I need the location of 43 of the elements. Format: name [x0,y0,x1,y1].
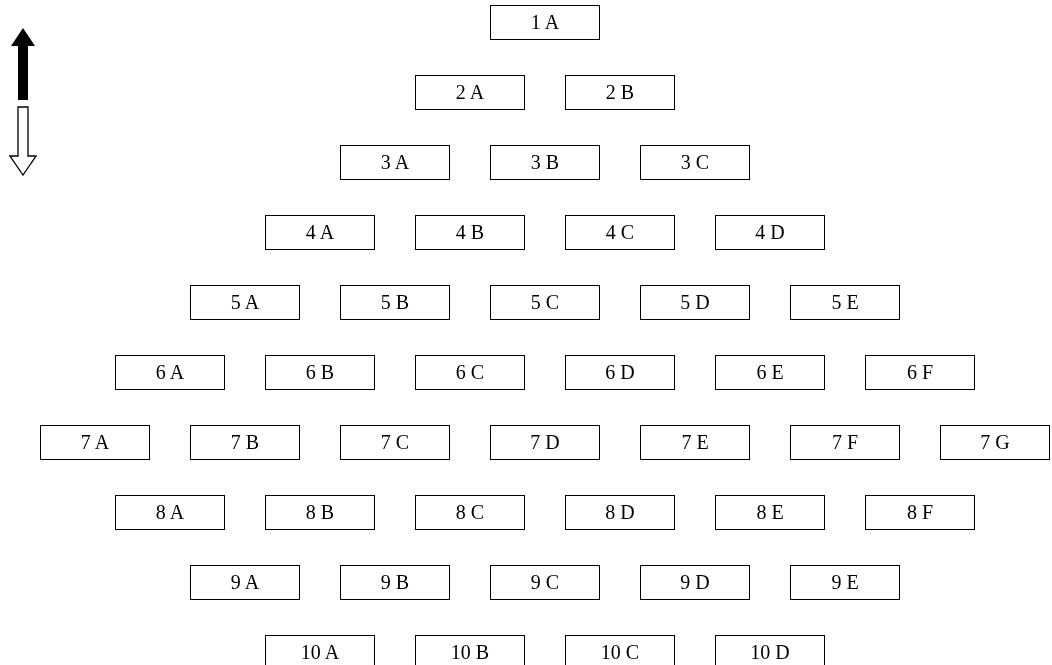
label-box: 3 A [340,144,450,180]
label-box: 8 C [415,494,525,530]
label-box: 5 C [490,284,600,320]
label-box: 6 B [265,354,375,390]
label-box: 2 A [415,74,525,110]
label-box: 9 C [490,564,600,600]
label-box: 9 A [190,564,300,600]
label-box: 8 D [565,494,675,530]
label-box: 8 B [265,494,375,530]
label-box: 5 A [190,284,300,320]
label-box: 7 F [790,424,900,460]
label-box: 7 G [940,424,1050,460]
label-box: 10 D [715,634,825,665]
label-box: 8 A [115,494,225,530]
label-box: 6 D [565,354,675,390]
label-box: 7 C [340,424,450,460]
label-box: 6 A [115,354,225,390]
label-box: 2 B [565,74,675,110]
label-box: 10 A [265,634,375,665]
label-box: 3 B [490,144,600,180]
label-box: 5 D [640,284,750,320]
label-box: 6 F [865,354,975,390]
label-box: 7 A [40,424,150,460]
label-box: 4 A [265,214,375,250]
label-box: 9 E [790,564,900,600]
label-box: 4 C [565,214,675,250]
label-box: 7 E [640,424,750,460]
label-box: 7 B [190,424,300,460]
label-box: 6 C [415,354,525,390]
label-box: 5 E [790,284,900,320]
label-box: 9 B [340,564,450,600]
label-box: 6 E [715,354,825,390]
label-box: 8 E [715,494,825,530]
label-box: 9 D [640,564,750,600]
label-box: 5 B [340,284,450,320]
label-box: 4 D [715,214,825,250]
label-box: 4 B [415,214,525,250]
label-box: 1 A [490,4,600,40]
label-box: 8 F [865,494,975,530]
label-box: 10 C [565,634,675,665]
label-box: 3 C [640,144,750,180]
label-box: 7 D [490,424,600,460]
label-box: 10 B [415,634,525,665]
